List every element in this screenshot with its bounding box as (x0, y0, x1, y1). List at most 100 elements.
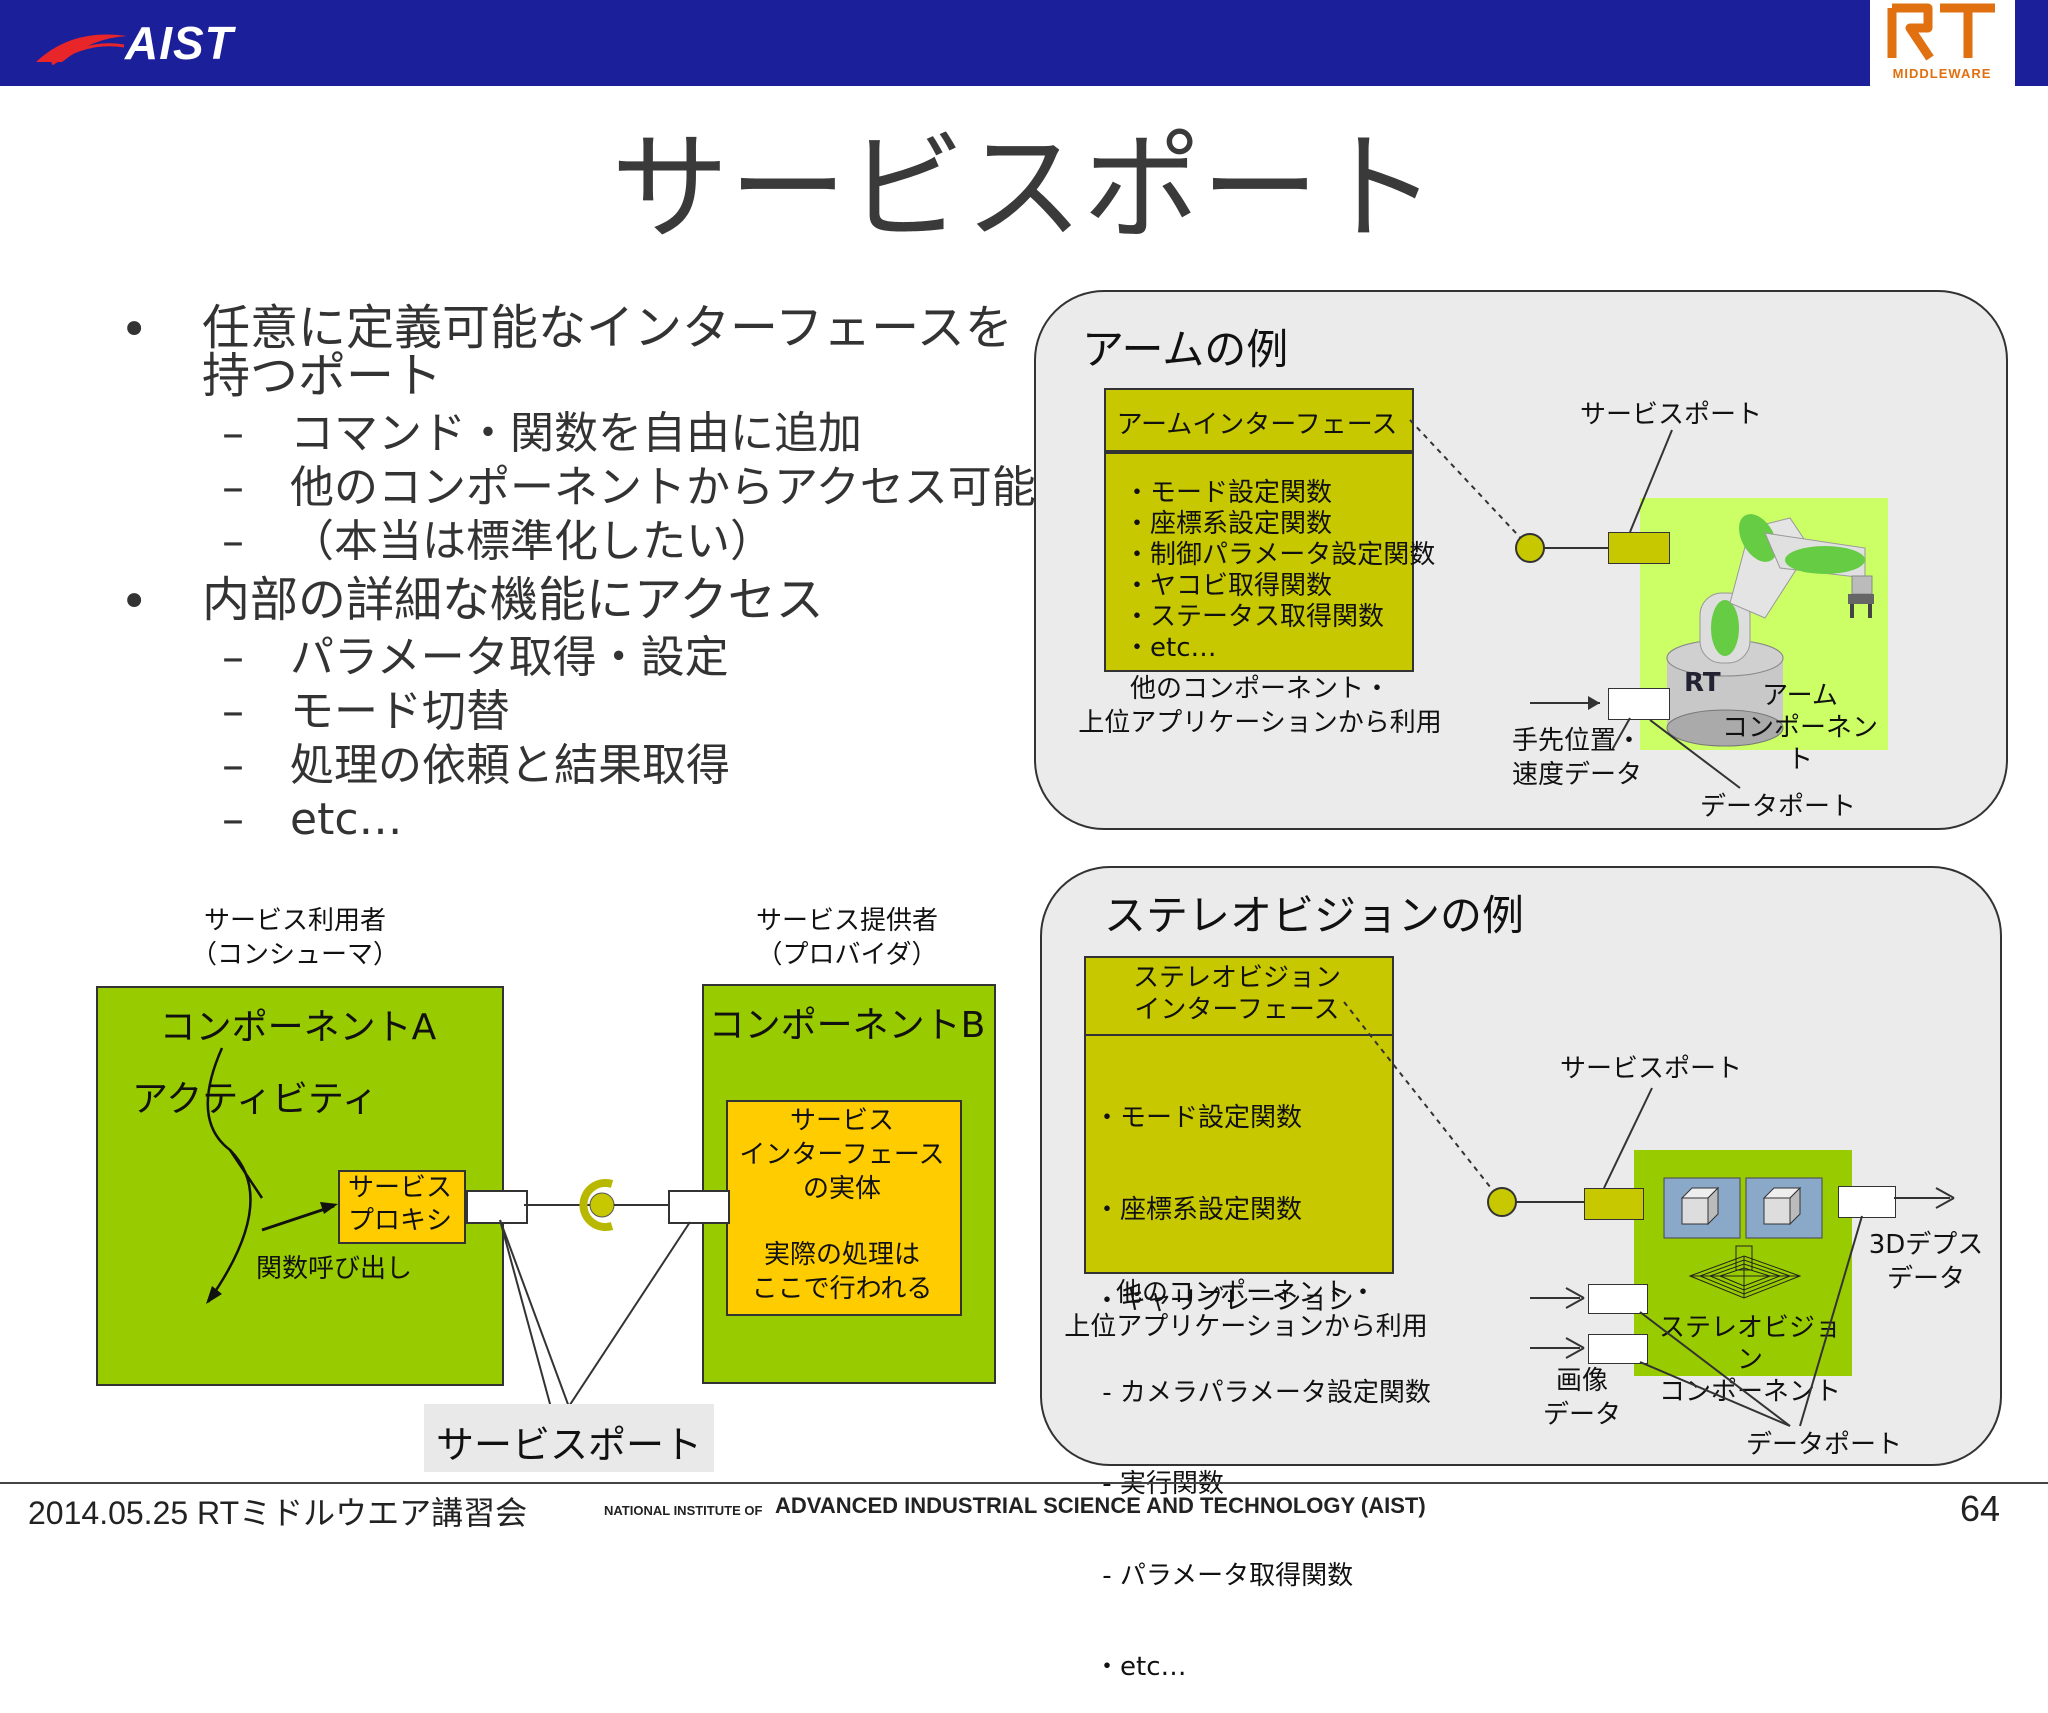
service-impl-label: サービス インターフェース の実体 実際の処理は ここで行われる (726, 1104, 958, 1306)
stereo-usage-note: 他のコンポーネント・ 上位アプリケーションから利用 (1056, 1276, 1436, 1344)
consumer-line: （コンシューマ） (190, 940, 399, 970)
stereo-function-item: ・座標系設定関数 (1094, 1194, 1303, 1225)
sub-bullet: パラメータ取得・設定 (290, 632, 729, 683)
image-data-line: 画像 (1555, 1366, 1608, 1396)
arm-usage-line: 他のコンポーネント・ (1129, 674, 1390, 704)
sub-bullet: 他のコンポーネントからアクセス可能 (290, 462, 1036, 513)
impl-line: ここで行われる (751, 1274, 933, 1304)
depth-data-label: 3Dデプス データ (1866, 1228, 1986, 1296)
provider-line: サービス提供者 (755, 906, 938, 936)
provider-label: サービス提供者 （プロバイダ） (712, 904, 982, 972)
provider-port (668, 1190, 730, 1224)
impl-line: インターフェース (739, 1140, 945, 1170)
arm-component-line: アーム (1762, 681, 1838, 711)
aist-logo-text: AIST (125, 17, 234, 69)
activity-label: アクティビティ (132, 1079, 378, 1120)
stereo-function-item: ・etc… (1094, 1652, 1187, 1682)
bullet-1-line1: 任意に定義可能なインターフェースを (202, 300, 1013, 356)
stereo-usage-line: 他のコンポーネント・ (1115, 1278, 1376, 1308)
dash-symbol: – (222, 408, 244, 459)
arm-usage-note: 他のコンポーネント・ 上位アプリケーションから利用 (1070, 672, 1450, 740)
stereo-interface-header (1084, 956, 1394, 1036)
depth-data-line: データ (1886, 1264, 1965, 1294)
rt-logo-icon (1887, 3, 1995, 61)
arm-interface-header (1104, 388, 1414, 452)
stereo-image-in-port-1 (1588, 1284, 1648, 1314)
image-data-line: データ (1542, 1400, 1621, 1430)
service-proxy-label: サービス プロキシ (338, 1172, 462, 1238)
stereo-connectors (1343, 1001, 1955, 1427)
service-impl-box (726, 1100, 962, 1316)
sub-bullet: etc… (290, 794, 403, 845)
bullet-1-line2: 持つポート (202, 348, 443, 404)
arm-panel-title: アームの例 (1082, 325, 1289, 374)
stereo-function-item: - パラメータ取得関数 (1094, 1560, 1354, 1591)
stereo-component-line: ステレオビジョン (1658, 1313, 1841, 1375)
arm-component-line: コンポーネント (1721, 713, 1878, 775)
dash-symbol: – (222, 740, 244, 791)
page-number: 64 (1960, 1488, 2001, 1529)
arm-function-item: ・座標系設定関数 (1124, 509, 1333, 539)
arm-function-list: ・モード設定関数 ・座標系設定関数 ・制御パラメータ設定関数 ・ヤコビ取得関数 … (1124, 478, 1435, 664)
proxy-line: サービス (347, 1173, 452, 1203)
consumer-port (466, 1190, 528, 1224)
footer-institute-prefix: NATIONAL INSTITUTE OF (604, 1503, 763, 1518)
stereo-camera-icon (1663, 1177, 1823, 1299)
arm-interface-title: アームインターフェース (1116, 410, 1398, 440)
arm-service-port (1608, 532, 1670, 564)
arm-function-item: ・ヤコビ取得関数 (1124, 571, 1333, 601)
impl-line: の実体 (802, 1174, 881, 1204)
arm-interface-functions-box (1104, 452, 1414, 672)
depth-data-line: 3Dデプス (1868, 1230, 1984, 1260)
function-call-label: 関数呼び出し (256, 1254, 413, 1284)
sub-bullet: コマンド・関数を自由に追加 (290, 408, 862, 459)
footer-divider (0, 1482, 2048, 1484)
stereo-function-item: - カメラパラメータ設定関数 (1094, 1377, 1431, 1408)
stereo-function-item: ・キャリブレーション (1094, 1286, 1354, 1316)
stereo-image-in-port-2 (1588, 1334, 1648, 1364)
arm-component-label: アーム コンポーネント (1710, 680, 1890, 776)
stereo-data-port-label: データポート (1746, 1430, 1903, 1460)
service-port-callout-label: サービスポート (435, 1423, 702, 1467)
arm-data-port-label: データポート (1700, 792, 1857, 822)
impl-line: サービス (789, 1106, 894, 1136)
consumer-provider-connectors (206, 1047, 691, 1427)
slide-title: サービスポート (610, 119, 1437, 257)
arm-data-port (1608, 688, 1670, 720)
dash-symbol: – (222, 516, 244, 567)
arm-usage-line: 上位アプリケーションから利用 (1078, 708, 1442, 738)
stereo-depth-out-port (1838, 1186, 1896, 1218)
proxy-line: プロキシ (347, 1206, 452, 1236)
stereo-interface-line: ステレオビジョン (1132, 963, 1341, 993)
rt-logo-subtext: MIDDLEWARE (1892, 66, 1992, 81)
dash-symbol: – (222, 686, 244, 737)
stereo-interface-functions-box (1084, 1034, 1394, 1274)
arm-function-item: ・モード設定関数 (1124, 478, 1333, 508)
arm-function-item: ・ステータス取得関数 (1124, 602, 1385, 632)
bullet-symbol: • (120, 574, 149, 630)
aist-swoosh-icon (36, 34, 127, 66)
component-a-label: コンポーネントA (159, 1007, 437, 1048)
hand-data-line: 速度データ (1512, 760, 1643, 790)
stereo-interface-line: インターフェース (1134, 995, 1340, 1025)
hand-data-label: 手先位置・ 速度データ (1512, 724, 1642, 792)
footer-date-event: 2014.05.25 RTミドルウエア講習会 (28, 1495, 528, 1531)
stereo-usage-line: 上位アプリケーションから利用 (1064, 1312, 1428, 1342)
consumer-line: サービス利用者 (203, 906, 386, 936)
dash-symbol: – (222, 632, 244, 683)
bullet-2-line1: 内部の詳細な機能にアクセス (202, 572, 824, 628)
image-data-label: 画像 データ (1532, 1364, 1632, 1432)
consumer-label: サービス利用者 （コンシューマ） (160, 904, 430, 972)
dash-symbol: – (222, 794, 244, 845)
impl-line: 実際の処理は (763, 1240, 920, 1270)
arm-function-item: ・制御パラメータ設定関数 (1124, 540, 1436, 570)
sub-bullet: （本当は標準化したい） (290, 516, 774, 567)
arm-base-logo: RT (1684, 668, 1721, 698)
bullet-symbol: • (120, 302, 149, 358)
header-bar (0, 0, 2048, 86)
component-b-label: コンポーネントB (708, 1005, 986, 1046)
stereo-function-item: ・モード設定関数 (1094, 1103, 1303, 1133)
sub-bullet: モード切替 (290, 686, 510, 737)
arm-function-item: ・etc… (1124, 633, 1217, 663)
stereo-service-port-label: サービスポート (1560, 1054, 1743, 1084)
